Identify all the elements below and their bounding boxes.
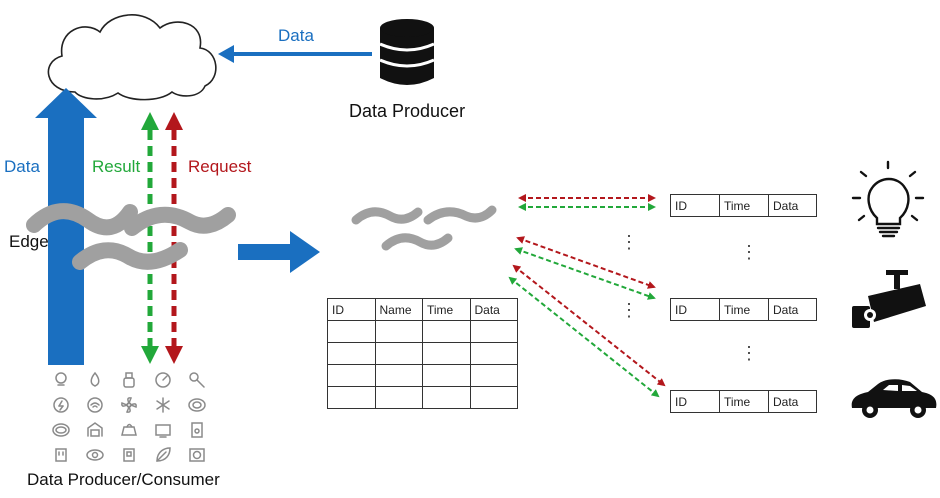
ellipsis-link-upper: ⋮	[620, 232, 638, 252]
device-table-light: ID Time Data	[670, 194, 817, 217]
table-header-cell: Data	[469, 298, 518, 321]
data-upload-arrowhead	[218, 45, 234, 63]
bottle-icon	[123, 372, 135, 388]
table-header-cell: ID	[670, 194, 720, 217]
result-arrowhead-top	[141, 112, 159, 130]
key-icon	[189, 372, 205, 388]
table-header-cell: Data	[768, 390, 817, 413]
camera-box-icon	[189, 448, 205, 462]
data-producer-label: Data Producer	[349, 101, 466, 121]
edge-wave-shape	[26, 203, 236, 270]
database-icon	[379, 19, 435, 85]
stream-wave-shape	[351, 205, 497, 251]
aggregated-data-table: ID Name Time Data	[327, 298, 518, 409]
table-header-row: ID Time Data	[670, 298, 817, 321]
data-top-label: Data	[278, 26, 314, 45]
result-link-bottom	[508, 276, 660, 398]
table-header-row: ID Time Data	[670, 390, 817, 413]
leaf-icon	[156, 447, 171, 462]
ellipsis-tables-upper: ⋮	[740, 242, 758, 262]
cloud-icon	[47, 14, 217, 101]
tire-icon	[188, 398, 206, 412]
cube-icon	[123, 448, 135, 462]
request-arrowhead-bottom	[165, 346, 183, 364]
data-left-label: Data	[4, 157, 40, 176]
table-header-cell: Time	[719, 194, 769, 217]
table-header-cell: Time	[719, 390, 769, 413]
light-bulb-icon	[851, 160, 925, 238]
ellipsis-tables-lower: ⋮	[740, 343, 758, 363]
droplet-icon	[90, 371, 100, 387]
process-arrow	[238, 231, 320, 273]
lock-icon	[191, 422, 203, 438]
table-header-cell: Data	[768, 298, 817, 321]
power-icon	[53, 397, 69, 413]
result-label: Result	[92, 157, 141, 176]
gauge-icon	[155, 372, 171, 388]
table-row	[327, 342, 518, 365]
edge-data-arrow	[35, 88, 97, 365]
request-link-bottom	[512, 264, 666, 387]
table-row	[327, 364, 518, 387]
result-arrowhead-bottom	[141, 346, 159, 364]
plug-icon	[55, 448, 67, 462]
table-header-row: ID Name Time Data	[327, 298, 518, 321]
device-table-camera: ID Time Data	[670, 298, 817, 321]
wifi-icon	[87, 397, 103, 413]
table-header-cell: Time	[719, 298, 769, 321]
kettle-icon	[121, 423, 137, 436]
monitor-icon	[155, 424, 171, 438]
table-header-cell: ID	[670, 298, 720, 321]
device-icon-grid	[52, 371, 206, 462]
table-header-cell: Name	[374, 298, 423, 321]
bulb-icon	[55, 372, 67, 386]
garage-icon	[87, 422, 103, 437]
request-arrowhead-top	[165, 112, 183, 130]
car-icon	[851, 379, 937, 418]
table-row	[327, 320, 518, 343]
edge-label: Edge	[9, 232, 49, 251]
table-header-cell: ID	[327, 298, 376, 321]
ellipsis-link-lower: ⋮	[620, 300, 638, 320]
table-header-cell: Data	[768, 194, 817, 217]
producer-consumer-label: Data Producer/Consumer	[27, 470, 220, 489]
camera-icon	[852, 270, 926, 328]
table-header-cell: Time	[422, 298, 471, 321]
result-link-middle	[514, 247, 656, 300]
device-table-car: ID Time Data	[670, 390, 817, 413]
eye-icon	[86, 449, 104, 461]
table-row	[327, 386, 518, 409]
table-header-row: ID Time Data	[670, 194, 817, 217]
table-header-cell: ID	[670, 390, 720, 413]
ring-icon	[52, 423, 70, 437]
request-label: Request	[188, 157, 252, 176]
fan-icon	[121, 397, 137, 413]
snowflake-icon	[156, 397, 170, 413]
